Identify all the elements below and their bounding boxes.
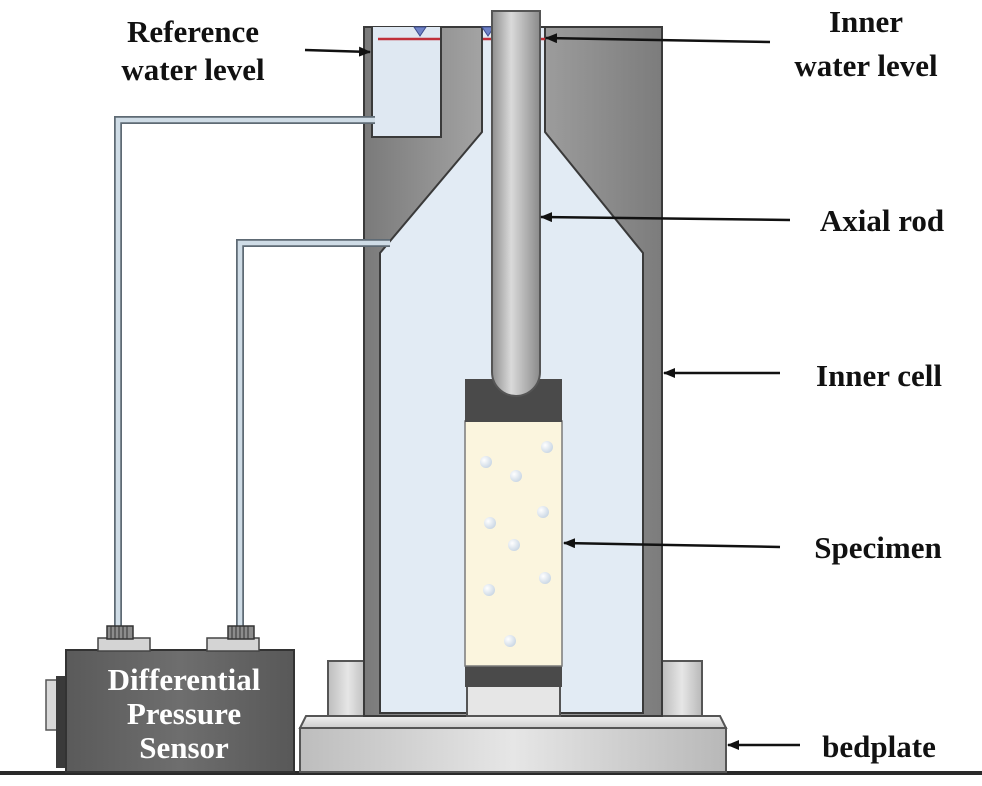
specimen-arrow xyxy=(563,538,781,549)
fitting-knurl-left xyxy=(110,626,128,639)
particle xyxy=(541,441,553,453)
cell-tube-core xyxy=(237,240,390,628)
particle xyxy=(508,539,520,551)
inner-level-arrow xyxy=(545,33,771,44)
particle xyxy=(537,506,549,518)
bedplate-body xyxy=(299,727,727,773)
label-reference-line2: water level xyxy=(121,52,265,87)
label-bedplate: bedplate xyxy=(822,729,936,764)
pedestal xyxy=(466,685,561,717)
differential-pressure-sensor: Differential Pressure Sensor xyxy=(45,625,295,773)
particle xyxy=(484,517,496,529)
bedplate-support-left xyxy=(327,660,369,718)
reference-level-marker-icon xyxy=(413,26,427,37)
particle xyxy=(504,635,516,647)
sensor-label-line1: Differential xyxy=(108,662,261,697)
axial-rod xyxy=(491,10,541,397)
bedplate xyxy=(298,660,728,773)
reference-reservoir xyxy=(371,27,442,138)
label-axial-rod: Axial rod xyxy=(820,203,944,238)
particle xyxy=(539,572,551,584)
reference-tube xyxy=(114,116,375,628)
particle xyxy=(483,584,495,596)
label-inner-cell: Inner cell xyxy=(816,358,942,393)
fitting-knurl-right xyxy=(231,626,249,639)
specimen-bottom-cap xyxy=(465,665,562,687)
bedplate-support-right xyxy=(661,660,703,718)
reference-level-arrow xyxy=(304,46,371,57)
label-inner-line1: Inner xyxy=(829,4,903,39)
label-specimen: Specimen xyxy=(814,530,941,565)
sensor-label-line3: Sensor xyxy=(139,730,229,765)
bedplate-top xyxy=(298,715,728,729)
fitting-base-right xyxy=(206,637,260,652)
reference-tube-core xyxy=(115,117,375,628)
sensor-label-line2: Pressure xyxy=(127,696,241,731)
sensor-body xyxy=(65,649,295,773)
axial-rod-arrow xyxy=(540,212,791,223)
particle xyxy=(510,470,522,482)
fitting-base-left xyxy=(97,637,151,652)
specimen-particles xyxy=(480,441,553,647)
sensor-side-port-dark xyxy=(56,676,66,768)
particle xyxy=(480,456,492,468)
label-inner-line2: water level xyxy=(794,48,938,83)
label-reference-line1: Reference xyxy=(127,14,259,49)
